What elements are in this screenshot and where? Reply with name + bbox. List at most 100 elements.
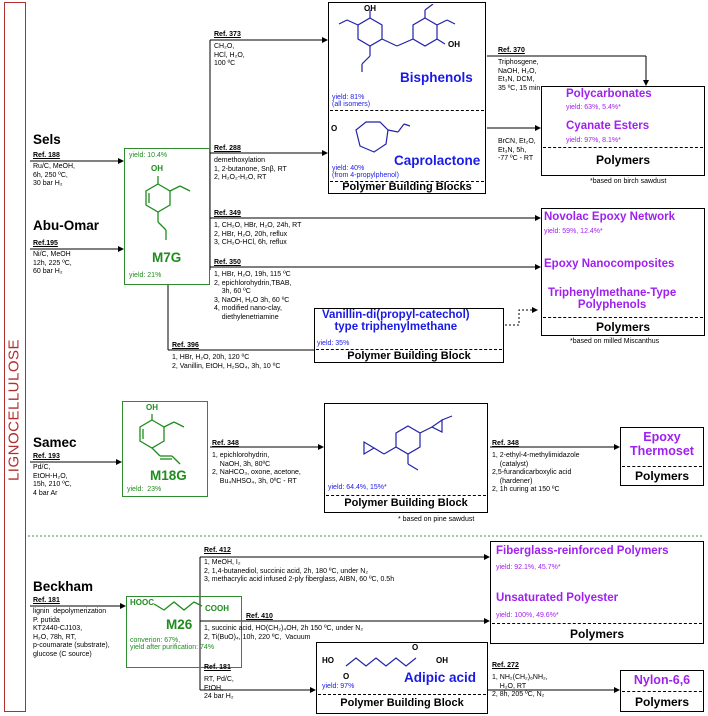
adipic-name: Adipic acid bbox=[404, 670, 477, 685]
sels-conditions: Ru/C, MeOH, 6h, 250 ºC, 30 bar H₂ bbox=[33, 163, 76, 188]
polymers3-divider bbox=[622, 466, 702, 467]
ref-181-b: Ref. 181 bbox=[204, 664, 231, 671]
m7g-label: M7G bbox=[152, 250, 182, 265]
pbb1-divider bbox=[330, 181, 484, 182]
epoxide-box bbox=[324, 403, 488, 513]
polymers1-title: Polymers bbox=[595, 153, 651, 167]
ref-370-conditions-2: BrCN, Et₂O, Et₃N, 5h, -77 ºC - RT bbox=[498, 138, 536, 163]
ref-348-b: Ref. 348 bbox=[492, 440, 519, 447]
ref-272-conditions: 1, NH₂(CH₂)₆NH₂, H₂O, RT 2, 8h, 205 ºC, … bbox=[492, 674, 548, 699]
unsaturated-polyester-name: Unsaturated Polyester bbox=[496, 592, 619, 604]
beckham-name: Beckham bbox=[33, 579, 94, 594]
fiberglass-yield: yield: 92.1%, 45.7%* bbox=[496, 564, 561, 571]
ref-396: Ref. 396 bbox=[172, 342, 199, 349]
epoxide-structure bbox=[363, 415, 453, 471]
m7g-yield-top: yield: 10.4% bbox=[129, 152, 168, 159]
cyanate-esters-name: Cyanate Esters bbox=[566, 120, 650, 132]
epoxy-thermoset-box bbox=[620, 427, 704, 486]
samec-conditions: Pd/C, EtOH-H₂O, 15h, 210 ºC, 4 bar Ar bbox=[33, 464, 72, 497]
abu-omar-name: Abu-Omar bbox=[33, 218, 100, 233]
bisphenol-oh-2: OH bbox=[448, 40, 460, 49]
ref-373-conditions: CH₂O, HCl, H₂O, 100 ºC bbox=[214, 43, 245, 68]
ref-195: Ref.195 bbox=[33, 240, 58, 247]
fiberglass-name: Fiberglass-reinforced Polymers bbox=[496, 545, 669, 557]
vanillin-box bbox=[314, 308, 504, 363]
adipic-title: Polymer Building Block bbox=[340, 697, 464, 709]
m18g-structure bbox=[139, 414, 185, 465]
ref-410-conditions: 1, succinic acid, HO(CH₂)₄OH, 2h 150 ºC,… bbox=[204, 625, 364, 641]
bisphenol-structure bbox=[338, 4, 456, 72]
ref-348-a: Ref. 348 bbox=[212, 440, 239, 447]
polymers5-divider bbox=[622, 691, 702, 692]
polymers2-title: Polymers bbox=[595, 320, 651, 334]
ref-193: Ref. 193 bbox=[33, 453, 60, 460]
ref-410: Ref. 410 bbox=[246, 613, 273, 620]
m18g-box bbox=[122, 401, 208, 497]
ref-181-a: Ref. 181 bbox=[33, 597, 60, 604]
m18g-oh: OH bbox=[146, 403, 158, 412]
m7g-box bbox=[124, 148, 210, 285]
ref-188: Ref. 188 bbox=[33, 152, 60, 159]
polycarbonates-name: Polycarbonates bbox=[566, 88, 652, 100]
caprolactone-name: Caprolactone bbox=[394, 153, 481, 168]
polymers1-divider bbox=[543, 147, 703, 148]
sels-name: Sels bbox=[33, 132, 61, 147]
epoxide-note: * based on pine sawdust bbox=[398, 516, 475, 523]
epoxide-title: Polymer Building Block bbox=[344, 497, 468, 509]
ref-412: Ref. 412 bbox=[204, 547, 231, 554]
pbb1-title: Polymer Building Blocks bbox=[342, 181, 472, 193]
adipic-yield: yield: 97% bbox=[322, 683, 355, 690]
vanillin-title: Polymer Building Block bbox=[347, 350, 471, 362]
ref-396-conditions: 1, HBr, H₂O, 20h, 120 ºC 2, Vanillin, Et… bbox=[172, 354, 281, 370]
ref-348-a-conditions: 1, epichlorohydrin, NaOH, 3h, 80ºC 2, Na… bbox=[212, 452, 301, 485]
novolac-name: Novolac Epoxy Network bbox=[544, 211, 676, 223]
m7g-yield-bottom: yield: 21% bbox=[129, 272, 162, 279]
vanillin-divider bbox=[316, 349, 502, 350]
polymers4-title: Polymers bbox=[569, 627, 625, 641]
caprolactone-structure bbox=[355, 121, 411, 153]
epoxide-divider bbox=[326, 495, 486, 496]
ref-272: Ref. 272 bbox=[492, 662, 519, 669]
lignocellulose-frame bbox=[4, 2, 26, 712]
polymers5-title: Polymers bbox=[634, 695, 690, 709]
ref-373: Ref. 373 bbox=[214, 31, 241, 38]
ref-349-conditions: 1, CH₂O, HBr, H₂O, 24h, RT 2, HBr, H₂O, … bbox=[214, 222, 302, 247]
beckham-conditions: lignin depolymerization P. putida KT2440… bbox=[33, 608, 110, 658]
polymers2-note: *based on milled Miscanthus bbox=[570, 338, 660, 345]
polymers-box-4 bbox=[490, 541, 704, 644]
polymers2-divider bbox=[543, 317, 703, 318]
adipic-o-right: O bbox=[412, 643, 419, 652]
unsaturated-polyester-yield: yield: 100%, 49.6%* bbox=[496, 612, 559, 619]
ref-370-conditions-1: Triphosgene, NaOH, H₂O, Et₃N, DCM, 35 ºC… bbox=[498, 59, 541, 92]
adipic-structure bbox=[345, 657, 417, 667]
adipic-divider bbox=[318, 694, 486, 695]
ref-349: Ref. 349 bbox=[214, 210, 241, 217]
m7g-structure bbox=[145, 176, 191, 240]
epoxy-nanocomposites-name: Epoxy Nanocomposites bbox=[544, 258, 675, 270]
epoxide-yield: yield: 64.4%, 15%* bbox=[328, 484, 387, 491]
polymers3-title: Polymers bbox=[634, 469, 690, 483]
triphenylmethane-polyphenols-name: Triphenylmethane-Type Polyphenols bbox=[548, 287, 677, 311]
vanillin-yield: yield: 35% bbox=[317, 340, 350, 347]
adipic-o-left: O bbox=[343, 672, 350, 681]
epoxy-thermoset-name: Epoxy Thermoset bbox=[630, 430, 694, 458]
cyanate-esters-yield: yield: 97%, 8.1%* bbox=[566, 137, 621, 144]
ref-288: Ref. 288 bbox=[214, 145, 241, 152]
adipic-oh: OH bbox=[436, 656, 448, 665]
bisphenols-name: Bisphenols bbox=[400, 70, 473, 85]
ref-350: Ref. 350 bbox=[214, 259, 241, 266]
caprolactone-yield: yield: 40% (from 4-propylphenol) bbox=[332, 165, 399, 179]
m26-yield: converion: 67%, yield after purification… bbox=[130, 637, 215, 651]
adipic-ho: HO bbox=[322, 656, 334, 665]
m18g-label: M18G bbox=[150, 468, 187, 483]
polymers-box-2 bbox=[541, 208, 705, 336]
ref-412-conditions: 1, MeOH, I₂ 2, 1,4-butanediol, succinic … bbox=[204, 559, 395, 584]
polymers-box-1 bbox=[541, 86, 705, 176]
m18g-yield: yield: 23% bbox=[127, 486, 162, 493]
m26-label: M26 bbox=[166, 617, 193, 632]
abu-omar-conditions: Ni/C, MeOH 12h, 225 ºC, 60 bar H₂ bbox=[33, 251, 72, 276]
novolac-yield: yield: 59%, 12.4%* bbox=[544, 228, 603, 235]
m7g-oh: OH bbox=[151, 164, 163, 173]
polymers4-divider bbox=[492, 623, 702, 624]
